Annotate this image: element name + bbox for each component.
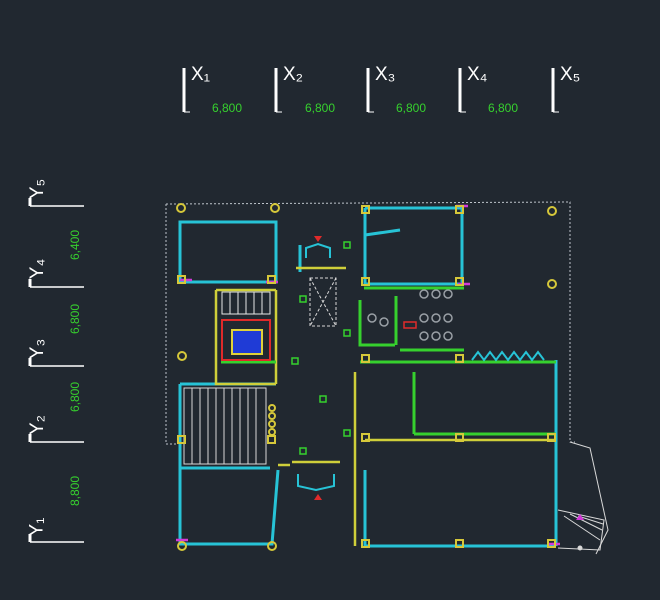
north-shaft: [309, 277, 337, 327]
entry-doors: [297, 242, 545, 492]
walls-yellow: [214, 266, 556, 546]
axis-label-y4: Y₄: [27, 258, 49, 280]
y-axis-ticks: [28, 198, 84, 543]
elevator-core: [221, 319, 271, 361]
axis-label-x1: X₁: [191, 64, 211, 85]
stair-north: [221, 291, 271, 315]
axis-label-y3: Y₃: [27, 338, 49, 360]
y-spacing-4: 6,400: [68, 229, 83, 261]
axis-label-x5: X₅: [560, 64, 581, 85]
fire-stair-arrow: [576, 514, 584, 520]
entry-markers: [314, 236, 322, 500]
axis-label-x4: X₄: [467, 64, 488, 85]
floor-markers: [291, 241, 351, 455]
columns-square: [177, 205, 556, 548]
slab-outline: [165, 201, 575, 445]
y-spacing-3: 6,800: [68, 303, 83, 335]
axis-label-y2: Y₂: [27, 414, 49, 436]
stair-southwest: [183, 387, 267, 465]
washroom-fixtures: [367, 289, 453, 341]
x-spacing-1: 6,800: [212, 101, 243, 115]
axis-label-x2: X₂: [283, 64, 304, 85]
y-spacing-1: 8,800: [68, 475, 83, 507]
x-axis-ticks: [182, 68, 559, 113]
x-spacing-4: 6,800: [488, 101, 519, 115]
walls-cyan: [178, 206, 558, 548]
walls-magenta: [176, 204, 560, 546]
axis-label-x3: X₃: [375, 64, 396, 85]
axis-label-y5: Y₅: [27, 178, 49, 200]
y-spacing-2: 6,800: [68, 381, 83, 413]
x-spacing-2: 6,800: [305, 101, 336, 115]
fire-stair-southeast: [557, 441, 609, 555]
axis-label-y1: Y₁: [26, 517, 48, 537]
x-spacing-3: 6,800: [396, 101, 427, 115]
